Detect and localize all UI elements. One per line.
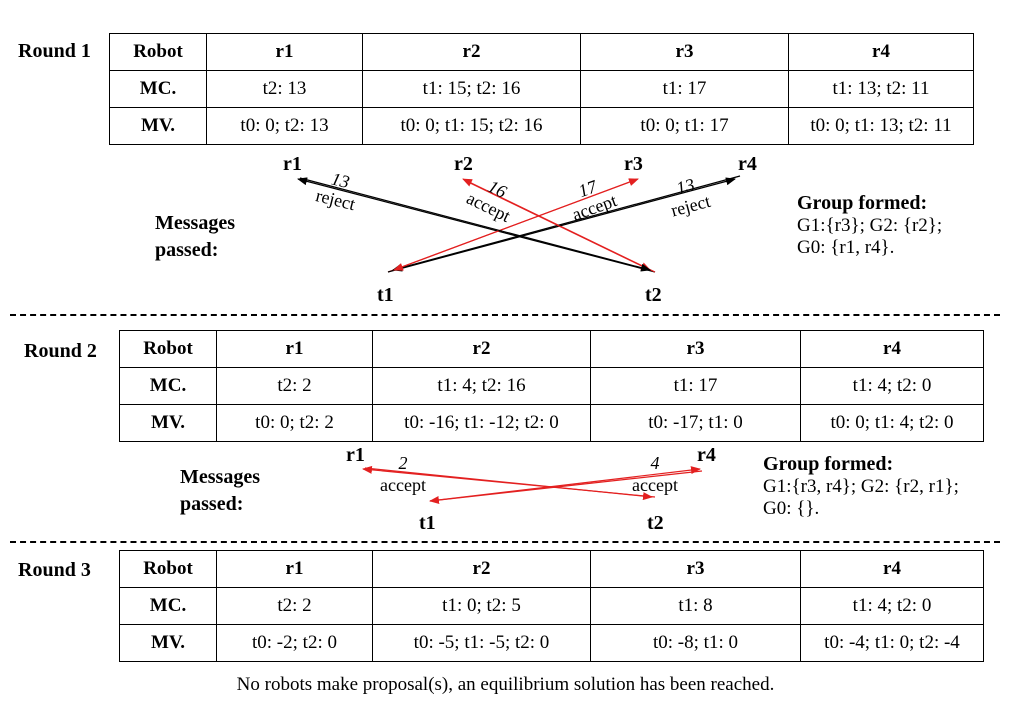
node-t2: t2: [645, 284, 662, 306]
edge-r1-t2: [299, 177, 651, 272]
header-cell: r3: [590, 550, 801, 588]
round-1-table: Robot r1 r2 r3 r4 MC. t2: 13 t1: 15; t2:…: [109, 33, 974, 145]
table-row: MC. t2: 2 t1: 0; t2: 5 t1: 8 t1: 4; t2: …: [119, 587, 984, 625]
group-formed-2: Group formed: G1:{r3, r4}; G2: {r2, r1};…: [763, 453, 959, 520]
table-cell: t0: 0; t1: 4; t2: 0: [800, 404, 984, 442]
header-cell: r1: [216, 330, 373, 368]
table-cell: t0: -5; t1: -5; t2: 0: [372, 624, 591, 662]
row-header-cell: MV.: [119, 404, 217, 442]
edge-r3-t1: [393, 180, 633, 271]
header-cell: r1: [206, 33, 363, 71]
table-cell: t0: -8; t1: 0: [590, 624, 801, 662]
messages-label-line: Messages: [180, 466, 260, 488]
messages-label-2: Messages passed:: [180, 464, 260, 518]
node-r4: r4: [738, 153, 757, 175]
table-cell: t1: 17: [590, 367, 801, 405]
edge-r1-t2-arrow: [364, 467, 653, 501]
node-r1-round2: r1: [346, 444, 365, 466]
header-cell: Robot: [109, 33, 207, 71]
row-header-cell: MC.: [119, 587, 217, 625]
header-cell: r4: [800, 550, 984, 588]
table-cell: t1: 4; t2: 0: [800, 587, 984, 625]
row-header-cell: MV.: [119, 624, 217, 662]
table-cell: t0: 0; t2: 2: [216, 404, 373, 442]
table-cell: t0: 0; t2: 13: [206, 107, 363, 145]
node-r4-round2: r4: [697, 444, 716, 466]
node-r1: r1: [283, 153, 302, 175]
round-2-table: Robot r1 r2 r3 r4 MC. t2: 2 t1: 4; t2: 1…: [119, 330, 984, 442]
edge-t1-r4: [387, 177, 736, 273]
table-cell: t2: 13: [206, 70, 363, 108]
messages-label-1: Messages passed:: [155, 210, 235, 264]
table-cell: t0: -17; t1: 0: [590, 404, 801, 442]
header-cell: Robot: [119, 550, 217, 588]
table-cell: t2: 2: [216, 367, 373, 405]
table-cell: t1: 0; t2: 5: [372, 587, 591, 625]
table-cell: t1: 8: [590, 587, 801, 625]
header-cell: r4: [788, 33, 974, 71]
node-t1-round2: t1: [419, 512, 436, 534]
table-cell: t0: -4; t1: 0; t2: -4: [800, 624, 984, 662]
group-title: Group formed:: [763, 453, 894, 475]
edge-r4-t1-arrow: [429, 470, 703, 504]
messages-label-line: Messages: [155, 212, 235, 234]
group-line: G1:{r3, r4}; G2: {r2, r1};: [763, 476, 959, 497]
table-row: Robot r1 r2 r3 r4: [119, 330, 984, 368]
group-formed-1: Group formed: G1:{r3}; G2: {r2}; G0: {r1…: [797, 192, 942, 259]
messages-label-line: passed:: [155, 239, 219, 261]
round-3-label: Round 3: [18, 559, 91, 581]
round-3-table: Robot r1 r2 r3 r4 MC. t2: 2 t1: 0; t2: 5…: [119, 550, 984, 662]
table-row: MV. t0: -2; t2: 0 t0: -5; t1: -5; t2: 0 …: [119, 624, 984, 662]
row-header-cell: MV.: [109, 107, 207, 145]
header-cell: r3: [590, 330, 801, 368]
header-cell: Robot: [119, 330, 217, 368]
group-line: G0: {}.: [763, 498, 820, 519]
header-cell: r2: [372, 550, 591, 588]
node-t2-round2: t2: [647, 512, 664, 534]
round-2-label: Round 2: [24, 340, 97, 362]
table-cell: t2: 2: [216, 587, 373, 625]
node-r3: r3: [624, 153, 643, 175]
table-cell: t0: 0; t1: 13; t2: 11: [788, 107, 974, 145]
table-row: MC. t2: 2 t1: 4; t2: 16 t1: 17 t1: 4; t2…: [119, 367, 984, 405]
table-cell: t1: 13; t2: 11: [788, 70, 974, 108]
group-title: Group formed:: [797, 192, 928, 214]
group-line: G0: {r1, r4}.: [797, 237, 895, 258]
edge-r2-t2: [467, 181, 651, 271]
divider-2: [10, 541, 1000, 543]
table-cell: t1: 4; t2: 0: [800, 367, 984, 405]
divider-1: [10, 314, 1000, 316]
group-line: G1:{r3}; G2: {r2};: [797, 215, 943, 236]
table-cell: t0: -2; t2: 0: [216, 624, 373, 662]
footer-note: No robots make proposal(s), an equilibri…: [236, 674, 775, 695]
table-row: Robot r1 r2 r3 r4: [119, 550, 984, 588]
table-cell: t1: 4; t2: 16: [372, 367, 591, 405]
node-r2: r2: [454, 153, 473, 175]
table-row: MV. t0: 0; t2: 13 t0: 0; t1: 15; t2: 16 …: [109, 107, 974, 145]
table-row: MV. t0: 0; t2: 2 t0: -16; t1: -12; t2: 0…: [119, 404, 984, 442]
header-cell: r2: [372, 330, 591, 368]
table-row: Robot r1 r2 r3 r4: [109, 33, 974, 71]
table-cell: t0: -16; t1: -12; t2: 0: [372, 404, 591, 442]
node-t1: t1: [377, 284, 394, 306]
header-cell: r1: [216, 550, 373, 588]
messages-label-line: passed:: [180, 493, 244, 515]
table-cell: t1: 15; t2: 16: [362, 70, 581, 108]
edge-r4-t1: [392, 175, 741, 272]
row-header-cell: MC.: [119, 367, 217, 405]
edge-t2-r1: [297, 177, 656, 273]
round-1-label: Round 1: [18, 40, 91, 62]
table-cell: t0: 0; t1: 17: [580, 107, 789, 145]
header-cell: r4: [800, 330, 984, 368]
table-cell: t0: 0; t1: 15; t2: 16: [362, 107, 581, 145]
header-cell: r3: [580, 33, 789, 71]
header-cell: r2: [362, 33, 581, 71]
